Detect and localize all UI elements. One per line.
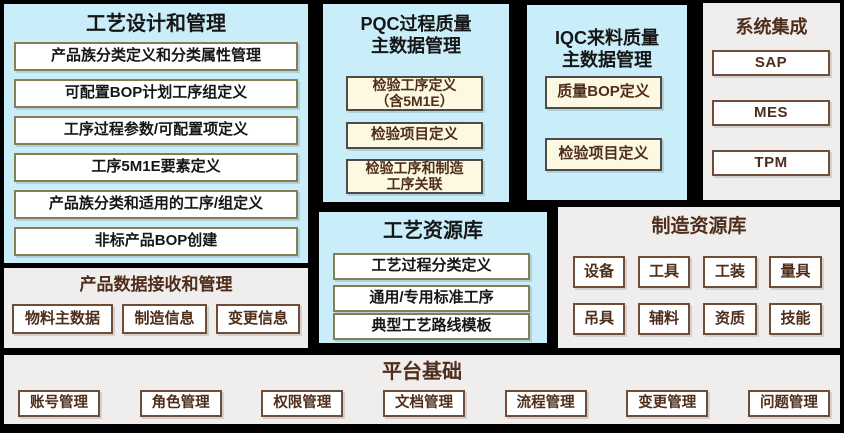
box-skills: 技能 [769,303,822,335]
box-sap: SAP [712,50,830,76]
box-quality-bop-def: 质量BOP定义 [545,76,662,109]
box-inspection-op-def: 检验工序定义 （含5M1E） [346,76,483,111]
panel-process-design: 工艺设计和管理 产品族分类定义和分类属性管理 可配置BOP计划工序组定义 工序过… [4,4,308,263]
inspection-link-line2: 工序关联 [386,175,443,192]
box-process-class-def: 工艺过程分类定义 [333,253,530,280]
panel-platform: 平台基础 账号管理 角色管理 权限管理 文档管理 流程管理 变更管理 问题管理 [4,355,840,424]
box-auxiliary-materials: 辅料 [638,303,690,335]
panel-iqc: IQC来料质量 主数据管理 质量BOP定义 检验项目定义 [527,5,687,200]
panel-title-manufacturing-resources: 制造资源库 [651,216,747,237]
box-tools: 工具 [638,256,690,288]
box-change-mgmt: 变更管理 [626,390,709,417]
box-configurable-bop-group: 可配置BOP计划工序组定义 [14,79,298,108]
panel-title-product-data: 产品数据接收和管理 [79,275,233,294]
platform-row: 账号管理 角色管理 权限管理 文档管理 流程管理 变更管理 问题管理 [4,390,840,417]
box-process-params-config: 工序过程参数/可配置项定义 [14,116,298,145]
box-role-mgmt: 角色管理 [139,390,222,417]
box-inspection-mfg-link: 检验工序和制造 工序关联 [346,159,483,194]
inspection-op-line1: 检验工序定义 [372,76,457,93]
box-iqc-inspection-item-def: 检验项目定义 [545,138,662,171]
iqc-title-line1: IQC来料质量 [554,28,659,48]
box-typical-route-template: 典型工艺路线模板 [333,313,530,340]
product-data-row: 物料主数据 制造信息 变更信息 [4,304,308,334]
box-process-mgmt: 流程管理 [504,390,587,417]
box-standard-ops: 通用/专用标准工序 [333,285,530,312]
panel-title-process-design: 工艺设计和管理 [86,13,226,35]
iqc-title-line2: 主数据管理 [562,50,652,70]
box-account-mgmt: 账号管理 [18,390,100,417]
box-product-family-class-def: 产品族分类定义和分类属性管理 [14,42,298,71]
box-tpm: TPM [712,150,830,176]
box-gauges: 量具 [769,256,822,288]
box-change-info: 变更信息 [216,304,300,334]
box-fixtures: 工装 [703,256,757,288]
box-material-master: 物料主数据 [12,304,113,334]
inspection-op-line2: （含5M1E） [375,92,454,109]
panel-integration: 系统集成 SAP MES TPM [703,3,840,200]
inspection-link-line1: 检验工序和制造 [365,159,464,176]
box-mes: MES [712,100,830,126]
box-issue-mgmt: 问题管理 [747,390,830,417]
panel-pqc: PQC过程质量 主数据管理 检验工序定义 （含5M1E） 检验项目定义 检验工序… [323,4,509,202]
panel-process-resources: 工艺资源库 工艺过程分类定义 通用/专用标准工序 典型工艺路线模板 [319,212,547,343]
panel-product-data: 产品数据接收和管理 物料主数据 制造信息 变更信息 [4,268,308,348]
panel-title-platform: 平台基础 [382,361,462,383]
panel-title-process-resources: 工艺资源库 [383,220,483,242]
pqc-title-line2: 主数据管理 [371,36,461,56]
box-equipment: 设备 [573,256,625,288]
box-permission-mgmt: 权限管理 [261,390,344,417]
box-family-applicable-ops: 产品族分类和适用的工序/组定义 [14,190,298,219]
panel-title-integration: 系统集成 [735,17,808,37]
box-mfg-info: 制造信息 [122,304,207,334]
pqc-title-line1: PQC过程质量 [360,14,472,34]
box-inspection-item-def: 检验项目定义 [346,122,483,149]
box-qualifications: 资质 [703,303,757,335]
box-lifting-gear: 吊具 [573,303,625,335]
panel-title-iqc: IQC来料质量 主数据管理 [527,5,687,71]
box-document-mgmt: 文档管理 [382,390,465,417]
panel-manufacturing-resources: 制造资源库 设备 工具 工装 量具 吊具 辅料 资质 技能 [558,207,840,348]
box-nonstandard-bop: 非标产品BOP创建 [14,227,298,256]
box-5m1e-elements: 工序5M1E要素定义 [14,153,298,182]
panel-title-pqc: PQC过程质量 主数据管理 [323,4,509,57]
